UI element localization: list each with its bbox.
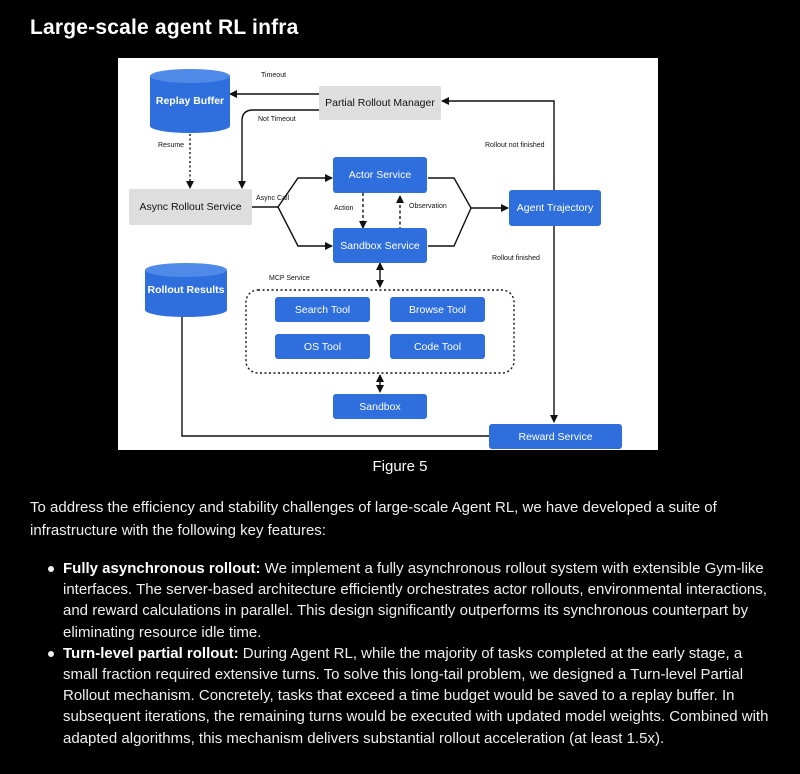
database-icon bbox=[145, 263, 227, 317]
edge-to-actor bbox=[277, 174, 333, 208]
rollout-results-label: Rollout Results bbox=[147, 284, 225, 296]
actor-service-node: Actor Service bbox=[333, 157, 427, 193]
bullet-icon bbox=[48, 650, 54, 657]
replay-buffer-label: Replay Buffer bbox=[155, 95, 225, 107]
figure-caption: Figure 5 bbox=[372, 458, 428, 475]
rollout-results-node: Rollout Results bbox=[144, 262, 228, 318]
label-action: Action bbox=[334, 205, 354, 212]
replay-buffer-node: Replay Buffer bbox=[149, 68, 231, 134]
feature-title: Turn-level partial rollout: bbox=[63, 644, 239, 662]
sandbox-node: Sandbox bbox=[333, 394, 427, 419]
label-rollout-not-finished: Rollout not finished bbox=[485, 142, 545, 149]
bullet-icon bbox=[48, 566, 54, 572]
label-mcp-service: MCP Service bbox=[269, 275, 310, 282]
edge-actor-merge bbox=[428, 177, 472, 209]
edge-not-timeout bbox=[238, 109, 319, 189]
edge-to-rollout-results bbox=[178, 303, 489, 437]
feature-item: Turn-level partial rollout: During Agent… bbox=[30, 643, 770, 749]
async-rollout-service-node: Async Rollout Service bbox=[129, 189, 252, 225]
label-observation: Observation bbox=[409, 203, 447, 210]
edge-to-sandbox bbox=[277, 206, 333, 250]
mcp-service-container bbox=[245, 289, 515, 374]
feature-title: Fully asynchronous rollout: bbox=[63, 560, 261, 577]
architecture-diagram: Timeout Not Timeout Resume Async Call Ac… bbox=[118, 58, 658, 450]
label-resume: Resume bbox=[158, 142, 185, 149]
edge-sandbox-merge bbox=[428, 207, 472, 247]
label-rollout-finished: Rollout finished bbox=[492, 255, 540, 262]
database-icon bbox=[150, 69, 230, 133]
os-tool-node: OS Tool bbox=[275, 334, 370, 359]
feature-text: We implement a fully asynchronous rollou… bbox=[63, 560, 767, 641]
label-async-call: Async Call bbox=[256, 195, 290, 202]
agent-trajectory-node: Agent Trajectory bbox=[509, 190, 601, 226]
page-title: Large-scale agent RL infra bbox=[30, 16, 299, 39]
feature-list: Fully asynchronous rollout: We implement… bbox=[30, 558, 770, 749]
diagram-edges bbox=[178, 90, 558, 437]
feature-text: During Agent RL, while the majority of t… bbox=[63, 644, 769, 747]
label-timeout: Timeout bbox=[261, 72, 287, 79]
partial-rollout-manager-node: Partial Rollout Manager bbox=[319, 86, 441, 120]
reward-service-node: Reward Service bbox=[489, 424, 622, 449]
intro-paragraph: To address the efficiency and stability … bbox=[30, 499, 717, 539]
browse-tool-node: Browse Tool bbox=[390, 297, 485, 322]
code-tool-node: Code Tool bbox=[390, 334, 485, 359]
label-not-timeout: Not Timeout bbox=[258, 116, 296, 123]
edge-rollout-not-finished bbox=[441, 97, 555, 190]
sandbox-service-node: Sandbox Service bbox=[333, 228, 427, 263]
feature-item: Fully asynchronous rollout: We implement… bbox=[30, 558, 770, 643]
search-tool-node: Search Tool bbox=[275, 297, 370, 322]
